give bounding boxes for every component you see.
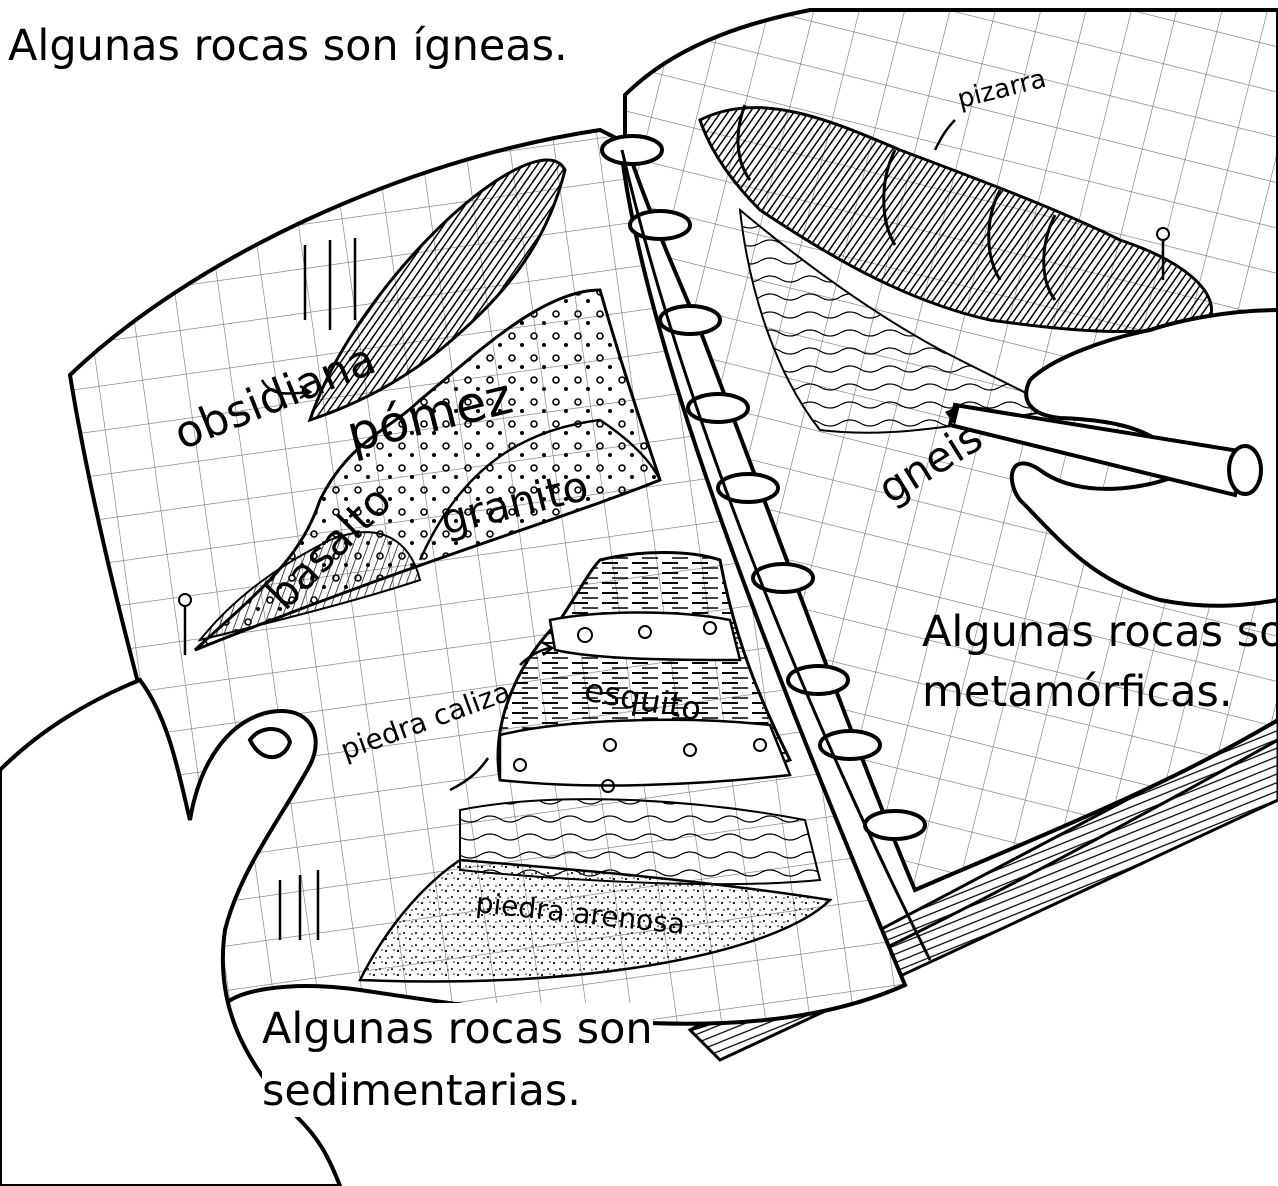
caption-sedimentary-line1: Algunas rocas son	[262, 1003, 653, 1055]
igneous-landscape	[178, 158, 662, 655]
caption-metamorphic-line1: Algunas rocas so	[922, 607, 1278, 657]
caption-igneous: Algunas rocas son ígneas.	[8, 21, 568, 71]
caption-sedimentary-line2: sedimentarias.	[262, 1065, 581, 1117]
metamorphic-landscape	[698, 104, 1213, 434]
label-arrows	[260, 119, 956, 792]
caption-metamorphic-line2: metamórficas.	[922, 667, 1233, 717]
binder-rings	[600, 134, 927, 841]
pencil	[945, 402, 1263, 498]
sedimentary-landscape	[278, 551, 833, 983]
